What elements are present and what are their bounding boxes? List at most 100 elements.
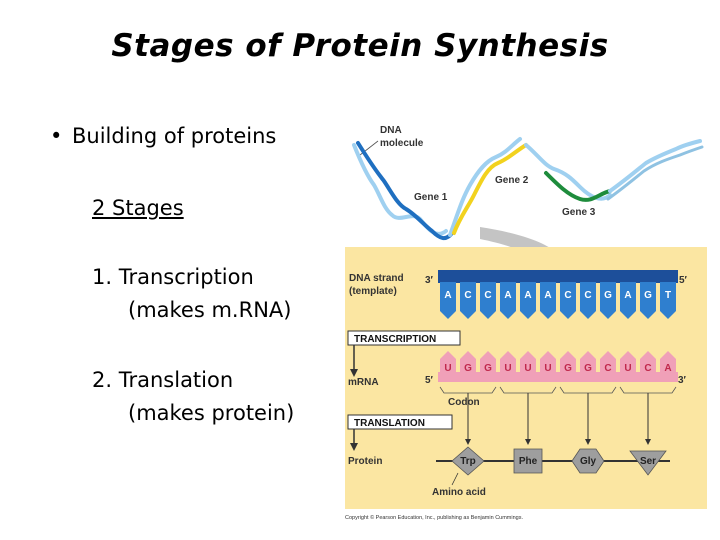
- dna-strand-label-2: (template): [349, 286, 397, 297]
- codon-arrowhead: [585, 439, 591, 445]
- mrna-base-shape: [580, 351, 596, 372]
- mrna-base-shape: [640, 351, 656, 372]
- amino-acid: Phe: [513, 448, 543, 474]
- dna-base-label: A: [524, 290, 531, 301]
- mrna-base: U: [520, 351, 536, 374]
- slide-title: Stages of Protein Synthesis: [111, 28, 609, 64]
- mrna-base-shape: [620, 351, 636, 372]
- mrna-base: C: [600, 351, 616, 374]
- codon-arrowhead: [525, 439, 531, 445]
- translation-arrowhead: [350, 443, 358, 451]
- list-item-1-title: Transcription: [118, 265, 254, 289]
- transcription-label-box: [347, 330, 461, 346]
- protein-synthesis-figure: DNA molecule Gene 2 Gene 1 Gene 3 DNA st…: [345, 125, 707, 521]
- list-item-1-note: (makes m.RNA): [128, 298, 292, 322]
- list-item-2-number: 2.: [92, 368, 113, 392]
- dna-base-label: G: [644, 290, 652, 301]
- mrna-base-label: U: [544, 363, 551, 374]
- mrna-base-label: U: [504, 363, 511, 374]
- dna-base-shape: [640, 282, 656, 319]
- dna-base-shape: [560, 282, 576, 319]
- list-item-2-title: Translation: [118, 368, 234, 392]
- gene2-label: Gene 2: [495, 175, 529, 186]
- dna-base-label: C: [484, 290, 491, 301]
- gene1-label: Gene 1: [414, 192, 448, 203]
- translation-label-box: [347, 414, 453, 430]
- mrna-base-shape: [440, 351, 456, 372]
- amino-acid-shape: [513, 448, 543, 474]
- mrna-base-label: G: [584, 363, 592, 374]
- dna-helix: [352, 137, 704, 240]
- list-item-1-number: 1.: [92, 265, 113, 289]
- codon-arrows: [439, 386, 677, 445]
- dna-base: C: [580, 282, 596, 319]
- mrna-base-label: U: [624, 363, 631, 374]
- transcription-arrowhead: [350, 369, 358, 377]
- mrna-base-shape: [660, 351, 676, 372]
- mrna-base-shape: [560, 351, 576, 372]
- transcription-label: TRANSCRIPTION: [354, 334, 436, 345]
- mrna-base-label: C: [644, 363, 651, 374]
- dna-base: G: [600, 282, 616, 319]
- bullet-text: Building of proteins: [72, 124, 277, 148]
- dna-base-label: C: [584, 290, 591, 301]
- mrna-base: C: [640, 351, 656, 374]
- dna-prime5: 5′: [679, 275, 688, 286]
- mrna-label: mRNA: [348, 377, 379, 388]
- dna-prime3: 3′: [425, 275, 434, 286]
- dna-base: A: [540, 282, 556, 319]
- dna-base: A: [520, 282, 536, 319]
- dna-base: C: [560, 282, 576, 319]
- dna-base-label: A: [444, 290, 451, 301]
- mrna-base-shape: [480, 351, 496, 372]
- bullet-item: •Building of proteins: [50, 124, 276, 148]
- codon-label: Codon: [448, 397, 480, 408]
- dna-base-label: A: [544, 290, 551, 301]
- list-item-2: 2. Translation: [92, 368, 233, 392]
- dna-base-label: C: [564, 290, 571, 301]
- mrna-base: G: [480, 351, 496, 374]
- dna-base-shape: [580, 282, 596, 319]
- mrna-base-label: U: [444, 363, 451, 374]
- dna-base-label: G: [604, 290, 612, 301]
- mrna-prime5: 5′: [425, 375, 434, 386]
- protein-label: Protein: [348, 456, 382, 467]
- mrna-base-shape: [500, 351, 516, 372]
- amino-acid-name: Phe: [519, 456, 538, 467]
- mrna-base-label: G: [464, 363, 472, 374]
- mrna-base-shape: [540, 351, 556, 372]
- mrna-base-label: G: [484, 363, 492, 374]
- dna-base-shape: [660, 282, 676, 319]
- mrna-base: G: [580, 351, 596, 374]
- codon-arrowhead: [645, 439, 651, 445]
- amino-acid-name: Ser: [640, 456, 656, 467]
- amino-acid-shape: [451, 446, 485, 476]
- mrna-base: A: [660, 351, 676, 374]
- mrna-prime3: 3′: [678, 375, 687, 386]
- dna-base: A: [500, 282, 516, 319]
- gene3-strand: [544, 171, 612, 202]
- dna-base: G: [640, 282, 656, 319]
- mrna-backbone: [438, 372, 678, 382]
- translation-label: TRANSLATION: [354, 418, 425, 429]
- gene3-label: Gene 3: [562, 207, 596, 218]
- mrna-base-label: U: [524, 363, 531, 374]
- mrna-base: U: [440, 351, 456, 374]
- dna-base-label: T: [665, 290, 671, 301]
- amino-acid-name: Trp: [460, 456, 476, 467]
- mrna-base: U: [500, 351, 516, 374]
- dna-base-shape: [600, 282, 616, 319]
- dna-base: T: [660, 282, 676, 319]
- mrna-base-shape: [600, 351, 616, 372]
- dna-strand-backbone: [438, 270, 678, 283]
- gene1-strand: [356, 141, 454, 240]
- amino-acid-shape: [629, 450, 667, 476]
- codon-arrowhead: [465, 439, 471, 445]
- mrna-base-shape: [520, 351, 536, 372]
- amino-acid-shape: [571, 448, 605, 474]
- mrna-base-label: C: [604, 363, 611, 374]
- list-item-2-note: (makes protein): [128, 401, 295, 425]
- list-item-1: 1. Transcription: [92, 265, 254, 289]
